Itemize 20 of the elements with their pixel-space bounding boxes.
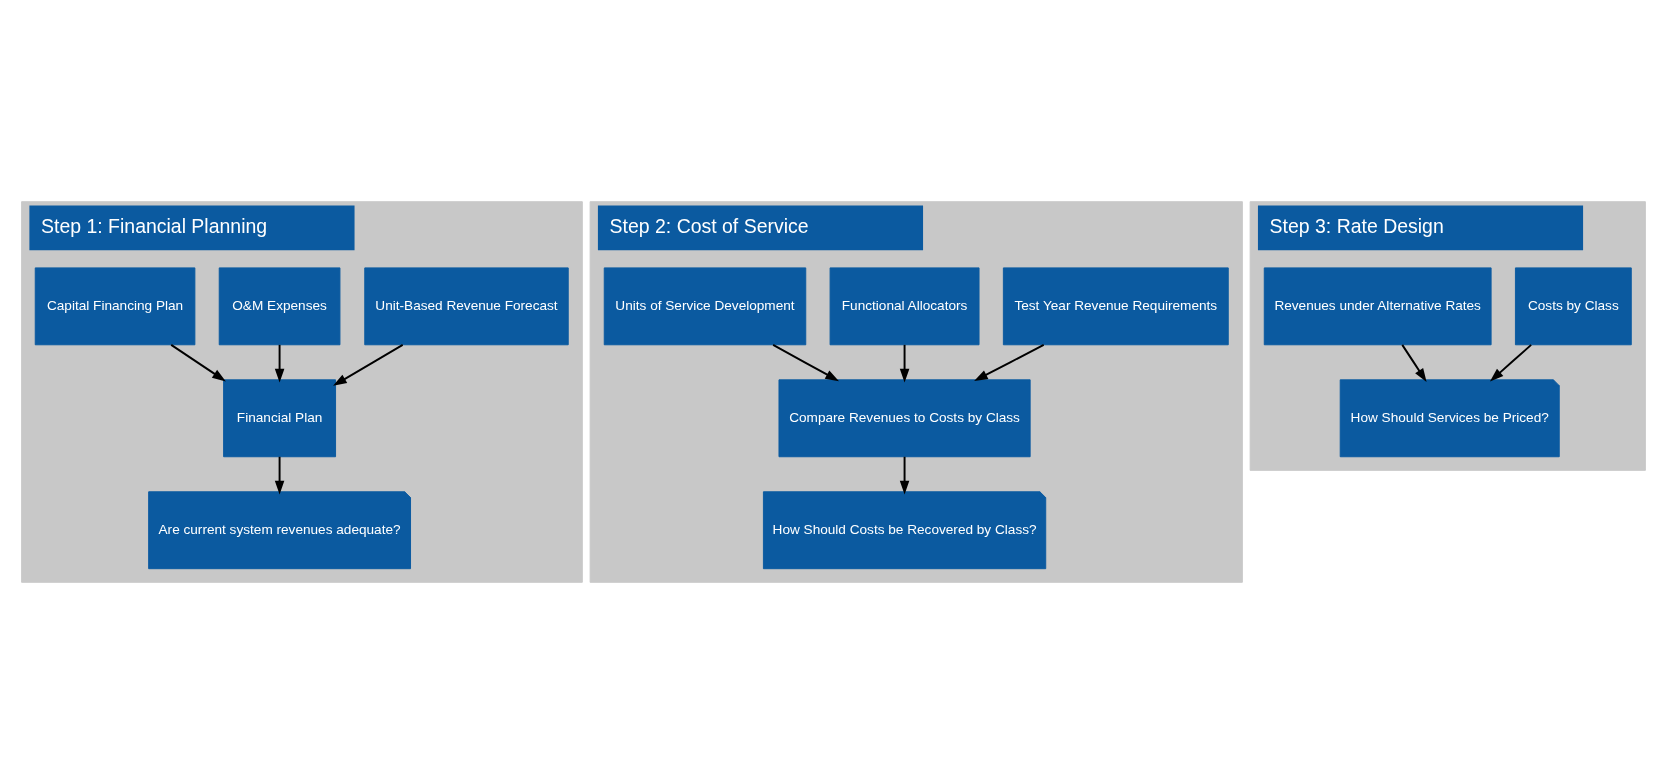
arrow: [899, 343, 910, 382]
arrow: [1489, 343, 1533, 381]
node-box: Unit-Based Revenue Forecast: [364, 266, 569, 345]
arrow: [974, 343, 1045, 381]
arrow: [899, 455, 910, 494]
node-box: Financial Plan: [223, 378, 337, 457]
node-box: Compare Revenues to Costs by Class: [778, 378, 1031, 457]
node-box: Units of Service Development: [603, 266, 807, 345]
arrow: [274, 455, 285, 494]
arrow: [772, 343, 839, 381]
arrow: [274, 343, 285, 382]
node-box: Revenues under Alternative Rates: [1263, 266, 1492, 345]
node-box: O&M Expenses: [218, 266, 341, 345]
node-box: Functional Allocators: [829, 266, 980, 345]
node-box: Capital Financing Plan: [34, 266, 196, 345]
arrow: [170, 343, 226, 381]
node-box: Costs by Class: [1514, 266, 1632, 345]
arrow: [333, 343, 404, 386]
arrow: [1401, 343, 1427, 382]
node-box: Test Year Revenue Requirements: [1002, 266, 1229, 345]
